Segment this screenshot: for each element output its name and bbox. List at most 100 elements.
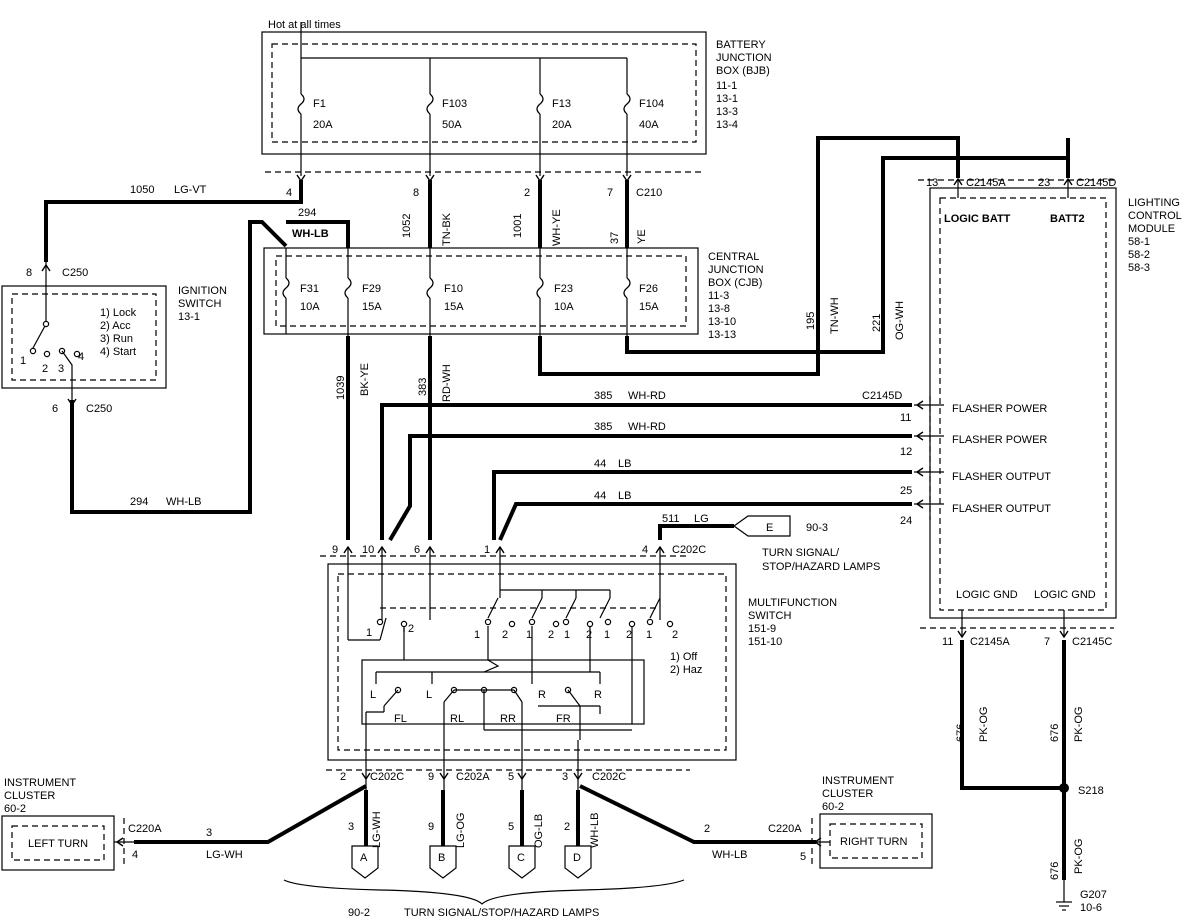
wire-676b-color: PK-OG: [1073, 707, 1085, 742]
lcm-title-3: MODULE: [1128, 223, 1175, 235]
fuse-f23-label: F23: [554, 283, 573, 295]
bjb-title-1: BATTERY: [716, 39, 766, 51]
hot-at-all-times-label: Hot at all times: [268, 19, 341, 31]
lcm-ref-1: 58-1: [1128, 236, 1150, 248]
cjb-title-3: BOX (CJB): [708, 277, 762, 289]
fuse-f103-label: F103: [442, 98, 467, 110]
ign-title-1: IGNITION: [178, 285, 227, 297]
wire-1050-num: 1050: [130, 184, 154, 196]
connector-e-label-1: TURN SIGNAL/: [762, 547, 840, 559]
mfs-ref-1: 151-9: [748, 623, 776, 635]
lamp-conn-b: B: [438, 852, 445, 864]
lamps-label: TURN SIGNAL/STOP/HAZARD LAMPS: [404, 907, 599, 919]
ground-splice: S218 G207 10-6: [1056, 783, 1107, 914]
lcm-logic-batt: LOGIC BATT: [944, 213, 1011, 225]
c210-connector-label: C210: [636, 187, 662, 199]
ic-right-title-1: INSTRUMENT: [822, 775, 894, 787]
wire-385b-num: 385: [594, 421, 612, 433]
c210-pin-7: 7: [607, 187, 613, 199]
ic-left-title-2: CLUSTER: [4, 790, 55, 802]
ic-right-turn: RIGHT TURN: [840, 836, 907, 848]
wire-1052-color: TN-BK: [441, 212, 453, 246]
lcm-flasher-pin-24: 24: [900, 515, 912, 527]
lamp-connectors: A B C D 3 9 5 2 90-2 TURN SIGNAL/STOP/HA…: [283, 821, 685, 919]
fuse-f103-amp: 50A: [442, 119, 462, 131]
mfs-sw-num-12: 2: [672, 629, 678, 641]
lcm-conn-c2145d-top: C2145D: [1076, 177, 1116, 189]
mfs-sw-num-4: 2: [502, 629, 508, 641]
lamp-conn-d: D: [573, 852, 581, 864]
ignition-switch: 8 C250 1 2 3 4 1) Lock 2) Acc 3) Run 4) …: [1, 264, 227, 415]
ign-pos-2: 2: [42, 363, 48, 375]
wire-385a-num: 385: [594, 390, 612, 402]
wire-676a-num: 676: [955, 724, 967, 742]
ic-right-pin-in: 2: [704, 823, 710, 835]
cjb-ref-4: 13-13: [708, 329, 736, 341]
wire-676c-num: 676: [1049, 862, 1061, 880]
wire-1039-color: BK-YE: [359, 363, 371, 396]
lcm-title-1: LIGHTING: [1128, 197, 1180, 209]
wire-221-color: OG-WH: [894, 301, 906, 340]
mfs-sw-num-2: 2: [408, 623, 414, 635]
ground-ref: 10-6: [1080, 902, 1102, 914]
mfs-mode-off: 1) Off: [670, 651, 698, 663]
ic-left-ref: 60-2: [4, 803, 26, 815]
lcm-ref-2: 58-2: [1128, 249, 1150, 261]
lcm-conn-c2145a-top: C2145A: [966, 177, 1006, 189]
mfs-sw-num-8: 2: [586, 629, 592, 641]
mfs-bot-conn-2: C202A: [456, 771, 490, 783]
mfs-sw-num-3: 1: [474, 629, 480, 641]
instrument-cluster-right: INSTRUMENT CLUSTER 60-2 RIGHT TURN C220A…: [704, 775, 933, 869]
wire-676a-color: PK-OG: [978, 707, 990, 742]
c250-bottom-label: C250: [86, 403, 112, 415]
lamp-pin-5: 5: [508, 821, 514, 833]
wire-676b-num: 676: [1049, 724, 1061, 742]
wire-195-num: 195: [805, 312, 817, 330]
bjb-ref-4: 13-4: [716, 119, 738, 131]
ign-ref: 13-1: [178, 311, 200, 323]
wire-511-num: 511: [662, 513, 680, 525]
lcm-flasher-power-2: FLASHER POWER: [952, 434, 1047, 446]
fuse-f26-amp: 15A: [639, 301, 659, 313]
ic-right-ref: 60-2: [822, 801, 844, 813]
wire-511-color: LG: [694, 513, 709, 525]
bjb-ref-1: 11-1: [716, 80, 737, 92]
mfs-bot-pin-5: 5: [508, 771, 514, 783]
wire-1050-color: LG-VT: [174, 184, 207, 196]
fuse-f31-label: F31: [300, 283, 319, 295]
c250-bottom-pin: 6: [52, 403, 58, 415]
mfs-sw-num-6: 2: [548, 629, 554, 641]
mfs-bot-conn-3: C202C: [592, 771, 626, 783]
mfs-sw-num-10: 2: [626, 629, 632, 641]
lamp-conn-c: C: [517, 852, 525, 864]
mfs-sw-num-9: 1: [604, 629, 610, 641]
ic-left-conn: C220A: [128, 823, 162, 835]
fuse-f10-amp: 15A: [444, 301, 464, 313]
fuse-f26-label: F26: [639, 283, 658, 295]
wires: [44, 136, 1070, 880]
fuse-f29-amp: 15A: [362, 301, 382, 313]
ic-right-title-2: CLUSTER: [822, 788, 873, 800]
lamp-pin-2: 2: [564, 821, 570, 833]
c210-pin-2: 2: [524, 187, 530, 199]
wire-294-bottom-color: WH-LB: [166, 496, 201, 508]
splice-s218-dot: [1059, 783, 1069, 793]
wire-37-color: YE: [636, 229, 648, 244]
connector-e-label-2: STOP/HAZARD LAMPS: [762, 561, 880, 573]
mfs-L-1: L: [370, 689, 376, 701]
fuse-f1-label: F1: [313, 98, 326, 110]
bjb-title-3: BOX (BJB): [716, 65, 770, 77]
wire-44a-color: LB: [618, 458, 631, 470]
lcm-gnd-conn-c2145a: C2145A: [970, 636, 1010, 648]
wire-oglb-color: OG-LB: [533, 814, 545, 848]
cjb-title-1: CENTRAL: [708, 251, 759, 263]
c250-top-label: C250: [62, 267, 88, 279]
wire-294-top-num: 294: [298, 207, 316, 219]
ic-left-turn: LEFT TURN: [28, 838, 88, 850]
fuse-f104-amp: 40A: [639, 119, 659, 131]
mfs-lamp-rr: RR: [500, 713, 516, 725]
mfs-pin-4: 4: [642, 544, 648, 556]
fuse-f23-amp: 10A: [554, 301, 574, 313]
mfs-title-1: MULTIFUNCTION: [748, 597, 837, 609]
